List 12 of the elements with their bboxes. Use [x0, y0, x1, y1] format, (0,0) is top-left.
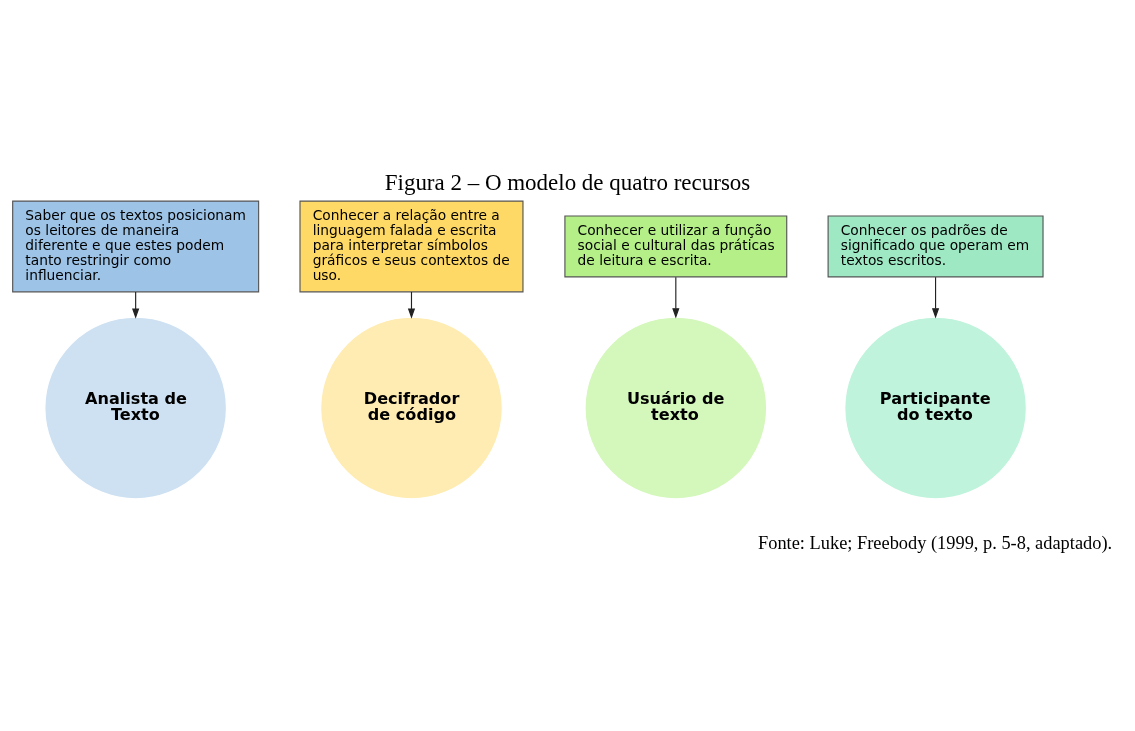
- arrow: [672, 276, 680, 319]
- node-box: Conhecer a relação entre a linguagem falada e escrita para interpretar símbolos gráficos e seus contextos de uso.: [299, 200, 524, 292]
- diagram-title: Figura 2 – O modelo de quatro recursos: [384, 169, 751, 195]
- caption: Fonte: Luke; Freebody (1999, p. 5-8, adaptado).: [758, 532, 1113, 553]
- node-box: Conhecer os padrões de significado que operam em textos escritos.: [827, 214, 1044, 277]
- node-circle: Decifrador de código: [320, 316, 503, 499]
- node-circle: Participante do texto: [844, 316, 1027, 499]
- arrow: [931, 276, 940, 319]
- node-circle: Usuário de texto: [584, 316, 768, 499]
- node-box: Saber que os textos posicionam os leitores de maneira diferente e que estes podem tanto restringir como influenciar.: [12, 200, 260, 292]
- node-box: Conhecer e utilizar a função social e cultural das práticas de leitura e escrita.: [564, 214, 788, 277]
- node-circle: Analista de Texto: [44, 316, 228, 499]
